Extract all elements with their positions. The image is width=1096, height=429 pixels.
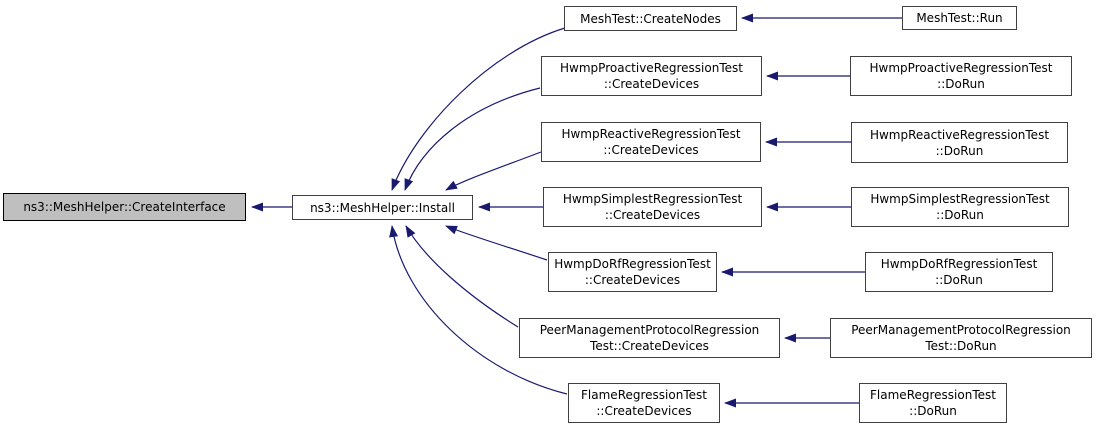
node-meshtest-createnodes[interactable]: MeshTest::CreateNodes — [564, 6, 737, 31]
node-flame-dorun[interactable]: FlameRegressionTest ::DoRun — [859, 383, 1007, 423]
node-hwmpreactive-dorun[interactable]: HwmpReactiveRegressionTest ::DoRun — [851, 122, 1068, 163]
node-hwmpdorf-createdevices[interactable]: HwmpDoRfRegressionTest ::CreateDevices — [548, 252, 717, 292]
node-hwmpproactive-createdevices[interactable]: HwmpProactiveRegressionTest ::CreateDevi… — [541, 56, 762, 96]
node-hwmpsimplest-createdevices[interactable]: HwmpSimplestRegressionTest ::CreateDevic… — [543, 187, 762, 227]
node-peermgmt-dorun[interactable]: PeerManagementProtocolRegression Test::D… — [830, 318, 1092, 358]
node-hwmpdorf-dorun[interactable]: HwmpDoRfRegressionTest ::DoRun — [865, 252, 1053, 292]
node-hwmpreactive-createdevices[interactable]: HwmpReactiveRegressionTest ::CreateDevic… — [541, 122, 761, 162]
node-create-interface[interactable]: ns3::MeshHelper::CreateInterface — [3, 193, 246, 221]
node-hwmpproactive-dorun[interactable]: HwmpProactiveRegressionTest ::DoRun — [850, 56, 1072, 96]
node-peermgmt-createdevices[interactable]: PeerManagementProtocolRegression Test::C… — [519, 318, 780, 358]
node-meshtest-run[interactable]: MeshTest::Run — [902, 6, 1017, 30]
node-install[interactable]: ns3::MeshHelper::Install — [292, 195, 473, 220]
node-flame-createdevices[interactable]: FlameRegressionTest ::CreateDevices — [568, 383, 720, 423]
node-hwmpsimplest-dorun[interactable]: HwmpSimplestRegressionTest ::DoRun — [851, 187, 1069, 227]
